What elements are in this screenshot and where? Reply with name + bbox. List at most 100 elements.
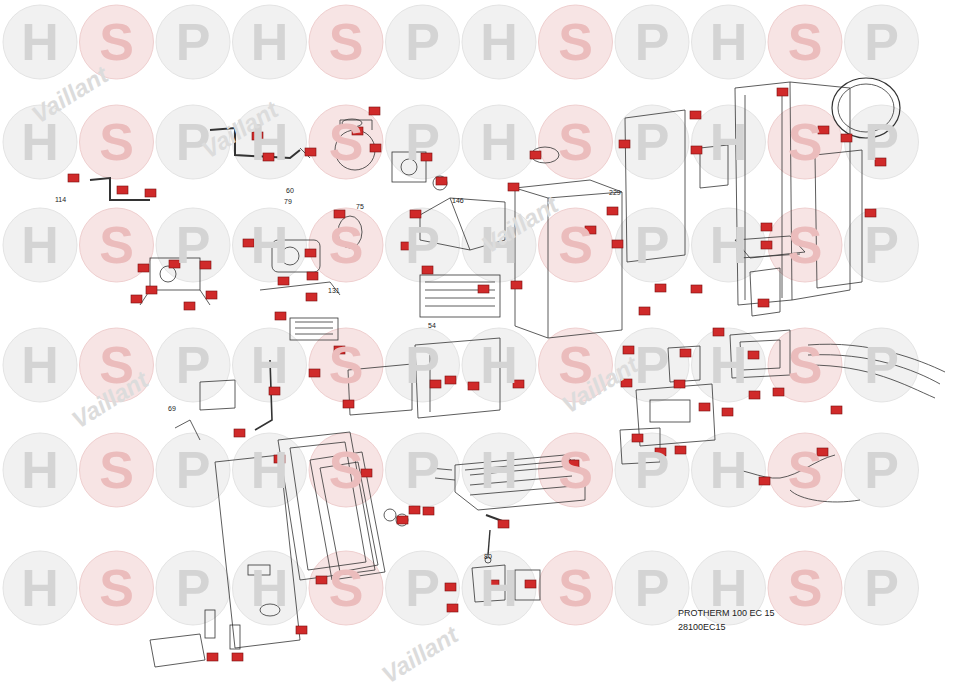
watermark-circle	[692, 105, 766, 179]
callout-box	[234, 429, 245, 437]
watermark-letter: H	[480, 562, 518, 614]
part-number: 60	[286, 187, 294, 194]
callout-box	[131, 295, 142, 303]
watermark-circle	[156, 208, 230, 282]
callout-box	[184, 302, 195, 310]
callout-box	[758, 299, 769, 307]
callout-box	[447, 604, 458, 612]
part-number: 79	[284, 198, 292, 205]
watermark-letter: P	[635, 562, 670, 614]
callout-box	[508, 183, 519, 191]
watermark-circle	[386, 5, 460, 79]
watermark-circle	[539, 5, 613, 79]
watermark-letter: P	[864, 16, 899, 68]
part-number: 54	[428, 322, 436, 329]
watermark-letter: P	[635, 116, 670, 168]
watermark-circle	[768, 5, 842, 79]
part-number: 229	[609, 189, 621, 196]
callout-box	[145, 189, 156, 197]
callout-box	[759, 477, 770, 485]
callout-box	[410, 210, 421, 218]
callout-box	[278, 277, 289, 285]
drawing-code: 28100EC15	[678, 623, 726, 632]
watermark-letter: S	[329, 16, 364, 68]
watermark-circle	[768, 328, 842, 402]
callout-box	[619, 140, 630, 148]
callout-box	[749, 391, 760, 399]
watermark-letter: S	[788, 562, 823, 614]
watermark-letter: P	[405, 116, 440, 168]
callout-box	[748, 351, 759, 359]
callout-box	[316, 576, 327, 584]
watermark-letter: S	[99, 562, 134, 614]
watermark-letter: S	[558, 219, 593, 271]
watermark-letter: S	[558, 444, 593, 496]
watermark-circle	[309, 105, 383, 179]
callout-box	[722, 408, 733, 416]
watermark-letter: P	[864, 444, 899, 496]
watermark-letter: H	[251, 339, 289, 391]
part-outlines	[90, 78, 945, 667]
watermark-circle	[309, 328, 383, 402]
watermark-circle	[156, 328, 230, 402]
watermark-letter: P	[864, 219, 899, 271]
watermark-letter: S	[788, 16, 823, 68]
callout-box	[309, 369, 320, 377]
callout-box	[307, 272, 318, 280]
watermark-circle	[462, 5, 536, 79]
watermark-circle	[233, 328, 307, 402]
watermark-letter: P	[635, 219, 670, 271]
callout-box	[691, 285, 702, 293]
watermark-circle	[233, 208, 307, 282]
watermark-circle	[845, 208, 919, 282]
watermark-circle	[3, 208, 77, 282]
watermark-letter: H	[251, 16, 289, 68]
watermark-circle	[80, 551, 154, 625]
watermark-letter: P	[176, 219, 211, 271]
watermark-letter: S	[558, 16, 593, 68]
watermark-circle	[386, 433, 460, 507]
watermark-circle	[845, 328, 919, 402]
callout-box	[409, 506, 420, 514]
callout-box	[530, 151, 541, 159]
watermark-letter: S	[99, 116, 134, 168]
watermark-letter: S	[329, 444, 364, 496]
watermark-letter: H	[480, 444, 518, 496]
callout-box	[445, 583, 456, 591]
callout-box	[690, 111, 701, 119]
callout-box	[146, 286, 157, 294]
callout-box	[423, 507, 434, 515]
watermark-letter: H	[480, 16, 518, 68]
watermark-letter: S	[329, 339, 364, 391]
watermark-letter: P	[176, 562, 211, 614]
watermark-letter: H	[21, 219, 59, 271]
watermark-letter: P	[405, 16, 440, 68]
callout-box	[607, 207, 618, 215]
watermark-circle	[156, 5, 230, 79]
callout-box	[713, 328, 724, 336]
callout-box	[275, 312, 286, 320]
part-number: 146	[452, 197, 464, 204]
watermark-circle	[386, 208, 460, 282]
callout-box	[777, 88, 788, 96]
watermark-letter: P	[405, 562, 440, 614]
watermark-letter: S	[99, 444, 134, 496]
watermark-letter: H	[251, 562, 289, 614]
callout-box	[691, 146, 702, 154]
watermark-circle	[845, 105, 919, 179]
watermark-circle	[386, 551, 460, 625]
watermark-circle	[845, 5, 919, 79]
watermark-letter: H	[251, 219, 289, 271]
callout-box	[206, 291, 217, 299]
watermark-circle	[462, 105, 536, 179]
watermark-letter: S	[329, 562, 364, 614]
watermark-circle	[309, 551, 383, 625]
watermark-letter: H	[710, 339, 748, 391]
watermark-letter: S	[558, 116, 593, 168]
watermark-circle	[462, 328, 536, 402]
callout-box	[639, 307, 650, 315]
callout-box	[305, 249, 316, 257]
callout-box	[306, 293, 317, 301]
watermark-letter: P	[176, 444, 211, 496]
callout-box	[831, 406, 842, 414]
